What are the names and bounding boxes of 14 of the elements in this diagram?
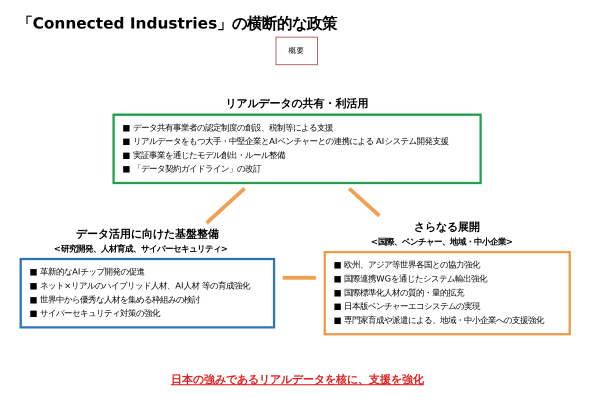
node-label: リアルデータの共有・利活用 [226,96,369,110]
connector [282,275,316,280]
label: 概要 [288,45,305,54]
node-box: ■ 欧州、アジア等世界各国との協力強化 ■ 国際連携WGを通じたシステム輸出強化 ■ 国際標準化人材の質的・量的拡充 ■ 日本版ベンチャーエコシステムの実現 ■ 専門家育成や派遣による、地域・中小企業への支援強化 [324,250,571,335]
node-label: <研究開発、人材育成、サイバーセキュリティ> [54,243,228,254]
node-label: さらなる展開 [414,220,480,233]
diagram-title: 「Connected Industries」の横断的な政策 [18,14,338,32]
connector [205,186,246,224]
node-box: ■ 革新的なAIチップ開発の促進 ■ ネット×リアルのハイブリッド人材、AI人材 等の育成強化 ■ 世界中から優秀な人材を集める枠組みの検討 ■ サイバーセキュリティ対策の強化 [20,257,276,328]
node-label: <国際、ベンチャー、地域・中小企業> [370,236,513,246]
connector [348,186,381,217]
node-label: データ活用に向けた基盤整備 [76,226,219,240]
caption: 日本の強みであるリアルデータを核に、支援を強化 [170,372,424,386]
node-box: ■ データ共有事業者の認定制度の創設、税制等による支援 ■ リアルデータをもつ大手・中堅企業とAIベンチャーとの連携による AIシステム開発支援 ■ 実証事業を通じたモデル創出・ルール整備 ■ 「データ契約ガイドライン」の改訂 [112,113,482,184]
